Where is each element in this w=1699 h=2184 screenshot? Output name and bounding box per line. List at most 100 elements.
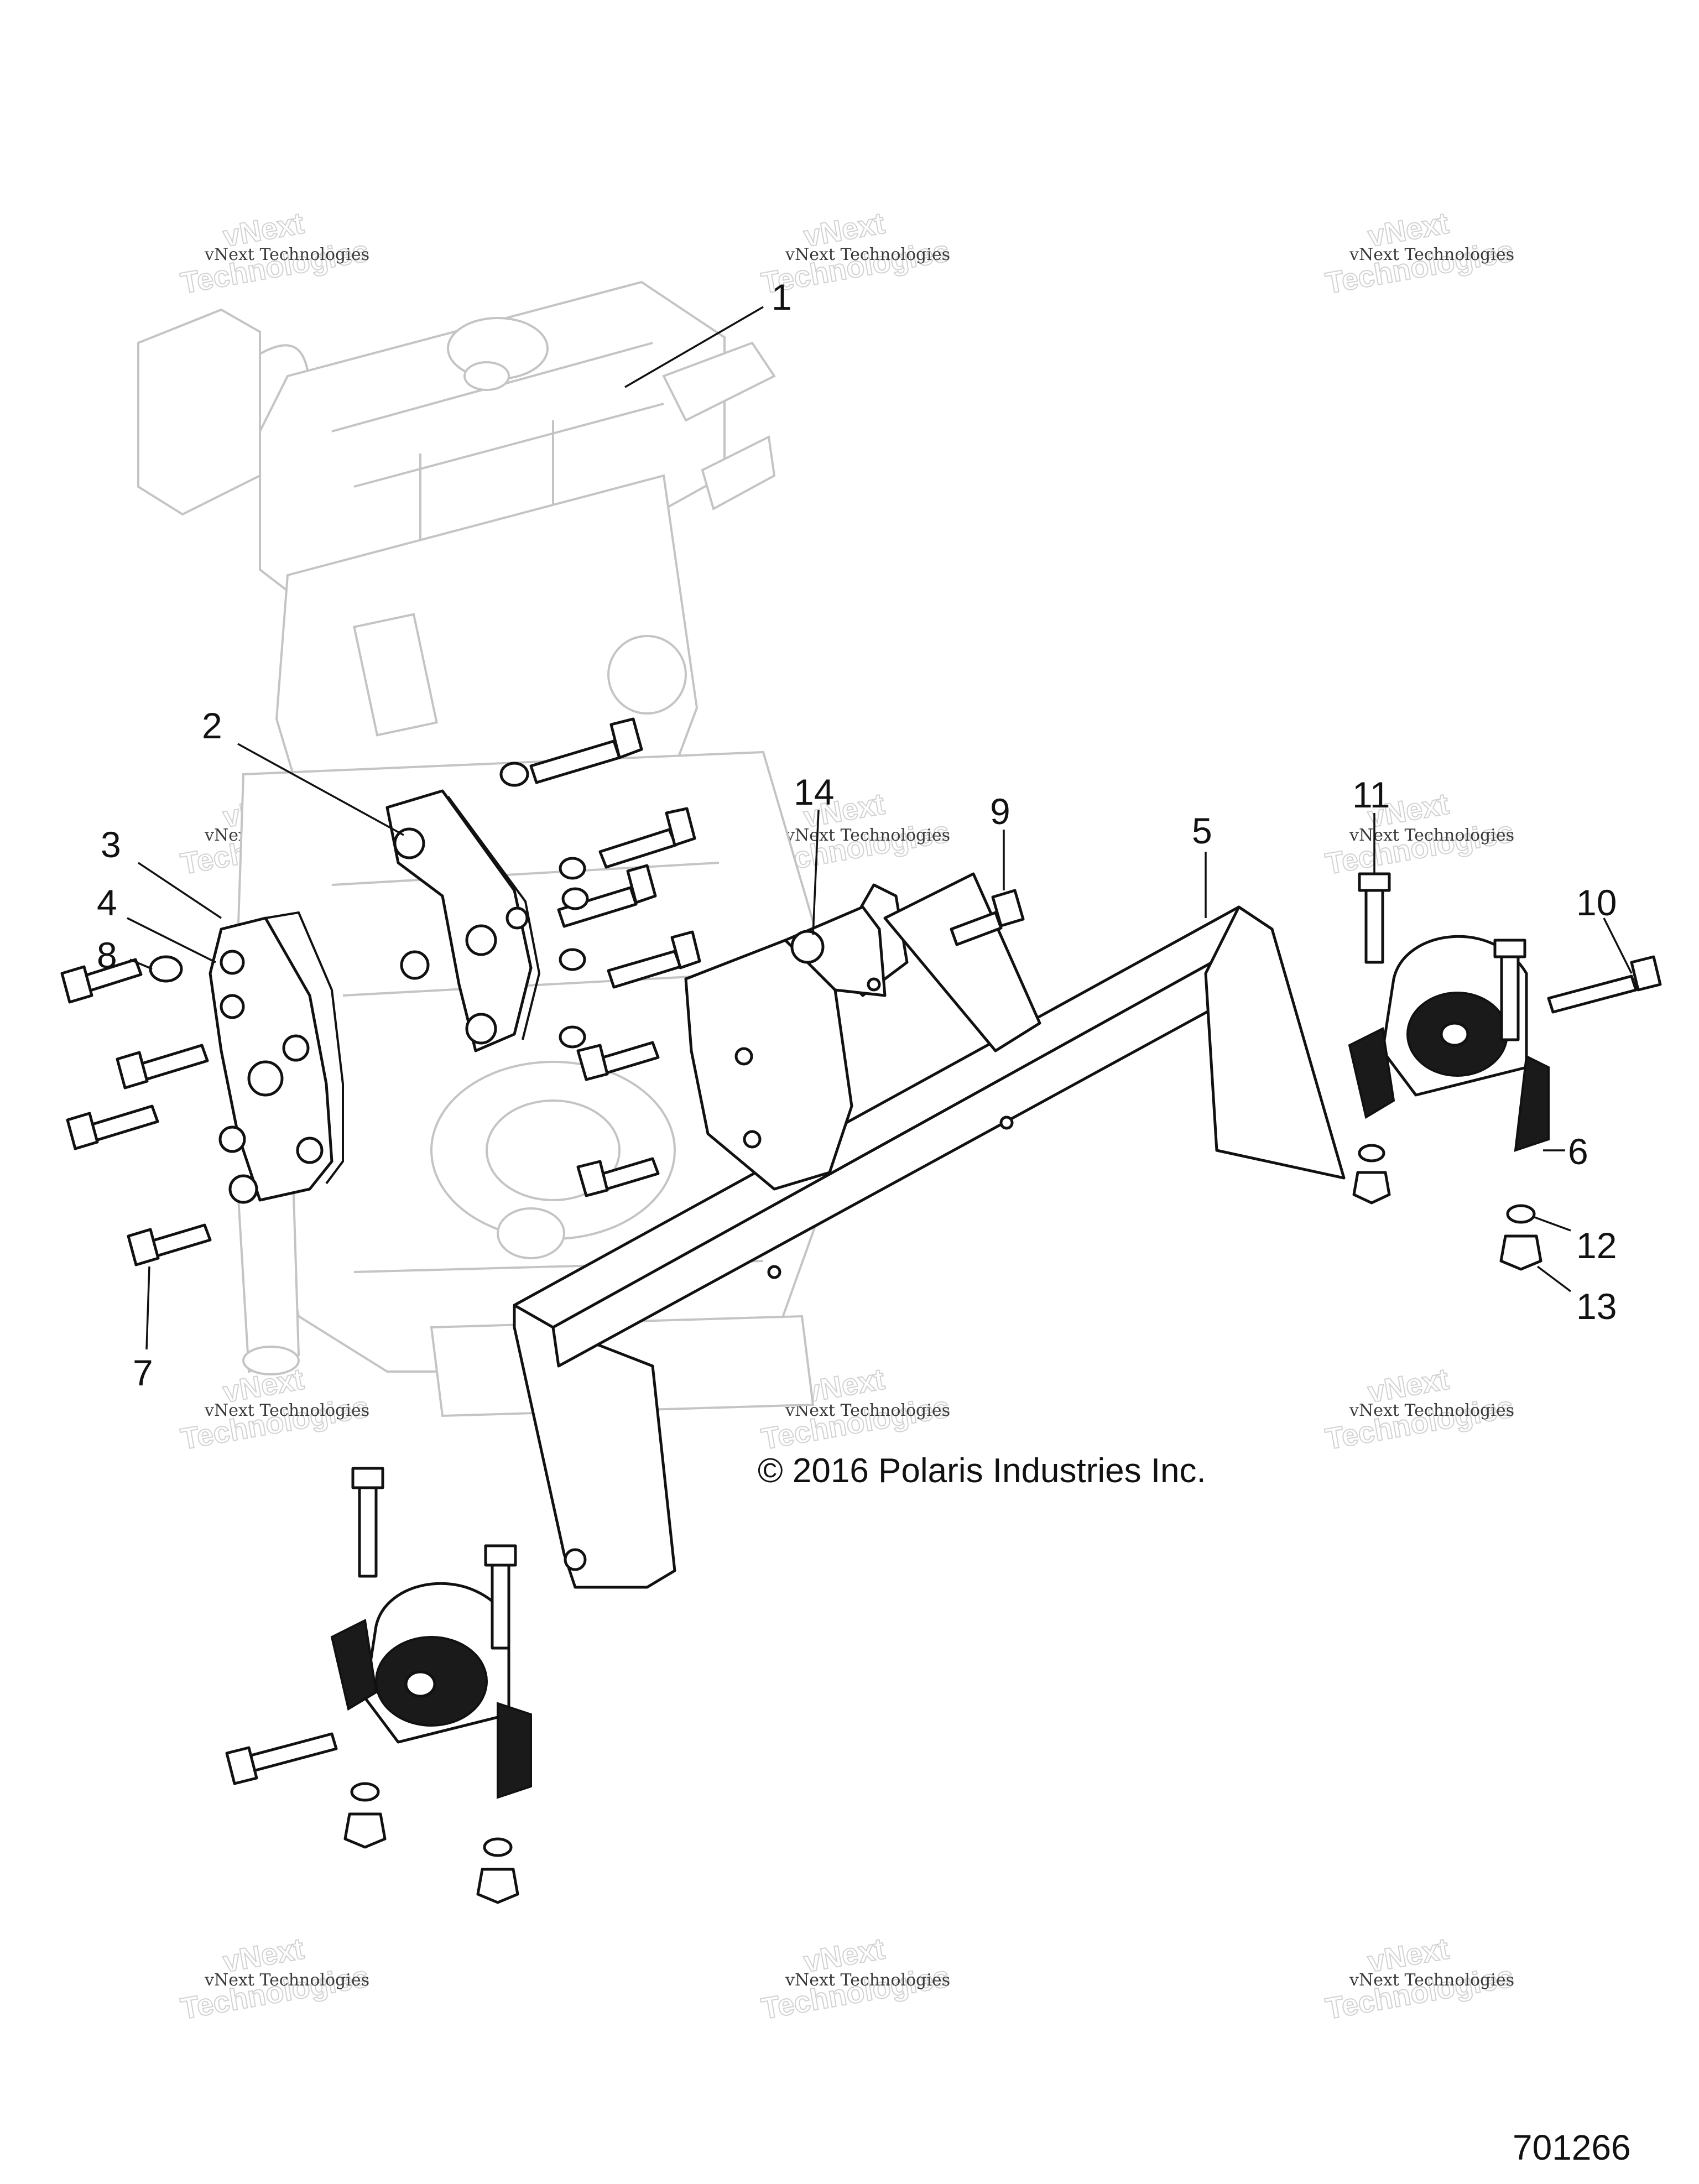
- bolt-head: [576, 1160, 609, 1197]
- watermark-front-text: vNext Technologies: [204, 1401, 369, 1420]
- illustration-number: 701266: [1513, 2128, 1631, 2167]
- flange-nut-13: [1499, 1234, 1542, 1271]
- plate-hole: [247, 1060, 284, 1097]
- leader-10: [1603, 918, 1633, 974]
- frame-hole: [999, 1116, 1014, 1130]
- washer: [559, 1025, 586, 1049]
- vertical-bolt-shank: [491, 1558, 510, 1650]
- callout-7: 7: [133, 1352, 153, 1393]
- frame-hole: [734, 1047, 753, 1066]
- plate-2-edge: [447, 795, 541, 1040]
- plate-2-hole: [505, 906, 529, 930]
- plate-2-nut: [465, 924, 497, 956]
- watermark-front-text: vNext Technologies: [785, 826, 950, 845]
- callout-5: 5: [1192, 810, 1212, 851]
- copyright-notice: © 2016 Polaris Industries Inc.: [758, 1452, 1206, 1490]
- frame-hole: [767, 1265, 781, 1279]
- leader-3: [138, 862, 222, 919]
- leader-lines: [127, 306, 1633, 1350]
- engine-ghost: [137, 280, 820, 1417]
- engine-coolant-pipe-end: [242, 1346, 300, 1375]
- bolt-shank: [137, 1044, 209, 1082]
- leader-4: [127, 917, 216, 963]
- plate-hole: [282, 1034, 310, 1062]
- callout-8: 8: [97, 935, 117, 976]
- watermark-front-text: vNext Technologies: [204, 245, 369, 264]
- plate-hole: [220, 950, 245, 975]
- callout-1: 1: [772, 277, 792, 317]
- lock-washer: [1358, 1144, 1385, 1163]
- flange-nut: [343, 1812, 387, 1849]
- watermark: Technologies vNext vNext Technologies: [178, 1362, 372, 1456]
- washer: [149, 955, 183, 983]
- engine-coolant-pipe: [236, 1176, 300, 1373]
- mount-right-rubber-right: [1514, 1054, 1550, 1152]
- frame-right-leg: [1204, 905, 1346, 1180]
- engine-plug: [463, 361, 510, 391]
- plate-3-edge: [265, 911, 344, 1185]
- plate-2-body: [385, 789, 533, 1052]
- bolt-11-head: [1358, 872, 1391, 892]
- callout-12: 12: [1576, 1225, 1617, 1266]
- bolt-shank: [247, 1732, 338, 1773]
- mount-left-center-hole: [404, 1670, 436, 1698]
- mount-left-rubber-right: [497, 1702, 532, 1799]
- watermark: Technologies vNext vNext Technologies: [1322, 206, 1516, 300]
- callout-10: 10: [1576, 882, 1617, 923]
- plate-hole: [296, 1137, 324, 1164]
- bolt-shank: [87, 1104, 159, 1143]
- watermark-front-text: vNext Technologies: [1349, 1401, 1514, 1420]
- engine-throttle-body: [137, 308, 261, 516]
- frame-crossmember: [513, 872, 1346, 1589]
- short-bolt: [576, 1041, 660, 1081]
- callout-2: 2: [202, 705, 222, 746]
- plate-hole: [220, 994, 245, 1019]
- watermark-front-text: vNext Technologies: [785, 245, 950, 264]
- long-bolt: [598, 807, 696, 869]
- watermark: Technologies vNext vNext Technologies: [178, 1931, 372, 2026]
- bolt-shank: [950, 911, 1003, 946]
- washer: [561, 887, 589, 910]
- vertical-bolt-shank: [358, 1481, 378, 1578]
- frame-cradle: [883, 872, 1041, 1052]
- frame-hole: [867, 977, 881, 992]
- long-bolt: [559, 930, 701, 989]
- short-bolt: [576, 1157, 660, 1197]
- mount-right-rubber-left: [1348, 1026, 1395, 1119]
- plate-2-nut: [465, 1013, 497, 1045]
- flange-bolt: [66, 1104, 159, 1150]
- watermark-front-text: vNext Technologies: [1349, 245, 1514, 264]
- leader-12: [1533, 1216, 1571, 1232]
- watermark: Technologies vNext vNext Technologies: [1322, 1362, 1516, 1456]
- engine-intake-pipe: [662, 341, 776, 422]
- watermark-front-text: vNext Technologies: [1349, 1971, 1514, 1990]
- bolt-head: [116, 1051, 149, 1090]
- callout-labels: 1 2 3 4 5 6 7 8 9 10 11 12 13 14: [97, 277, 1617, 1393]
- engine-boss: [607, 635, 687, 715]
- watermark: Technologies vNext vNext Technologies: [178, 206, 372, 300]
- callout-6: 6: [1568, 1131, 1588, 1172]
- washer: [559, 948, 586, 971]
- bolt-10-head: [1630, 955, 1662, 992]
- vertical-bolt-head: [351, 1467, 384, 1489]
- left-bolts: [60, 955, 212, 1266]
- mount-plate-2: [385, 789, 541, 1052]
- watermark-front-text: vNext Technologies: [785, 1971, 950, 1990]
- plate-2-nut: [393, 827, 425, 859]
- engine-mount-left: [225, 1467, 532, 1904]
- leader-14: [812, 810, 820, 935]
- leader-7: [145, 1266, 150, 1350]
- frame-hole: [564, 1548, 587, 1571]
- mount-right-center-hole: [1440, 1021, 1469, 1047]
- watermark: Technologies vNext vNext Technologies: [1322, 1931, 1516, 2026]
- bolt-shank: [557, 886, 638, 928]
- leader-2: [237, 743, 404, 836]
- callout-4: 4: [97, 882, 117, 923]
- long-bolt: [557, 857, 657, 928]
- flange-nut: [1352, 1171, 1391, 1205]
- flange-nut: [476, 1868, 519, 1904]
- bolt-shank: [148, 1223, 212, 1258]
- plate-hole: [218, 1125, 246, 1153]
- bolt-9: [950, 889, 1025, 946]
